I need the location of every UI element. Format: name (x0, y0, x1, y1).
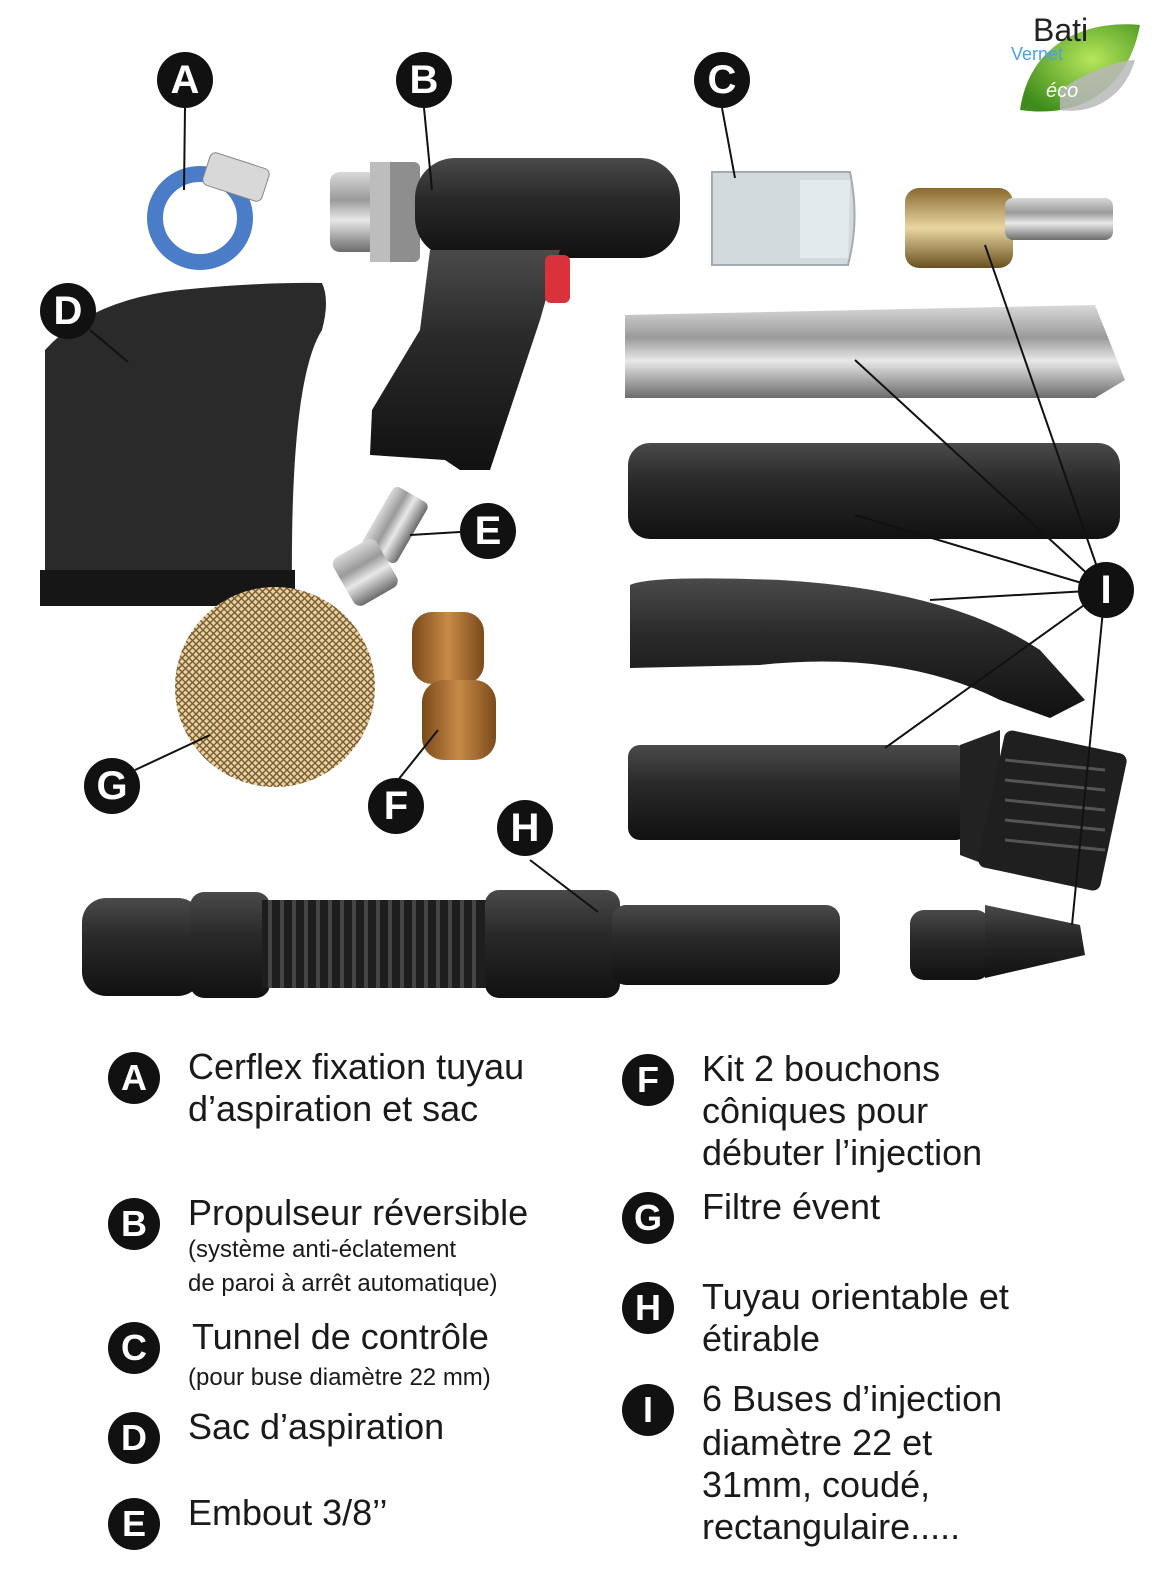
legend-subtext: (système anti-éclatement (188, 1236, 457, 1263)
callout-i: I (1078, 562, 1134, 618)
legend-text: Embout 3/8’’ (188, 1492, 388, 1533)
straight-black-nozzle-icon (628, 443, 1120, 539)
legend-text: d’aspiration et sac (188, 1088, 479, 1129)
mesh-filter-icon (175, 587, 375, 787)
legend-text: Filtre évent (702, 1186, 881, 1227)
cone-nozzle-icon (910, 905, 1085, 980)
brush-nozzle-icon (628, 730, 1127, 891)
legend-text: 6 Buses d’injection (702, 1378, 1003, 1419)
legend-badge: I (622, 1384, 674, 1436)
legend-text: Propulseur réversible (188, 1192, 529, 1233)
legend-text: Sac d’aspiration (188, 1406, 445, 1447)
legend-text: diamètre 22 et (702, 1422, 933, 1463)
callout-b: B (396, 52, 452, 108)
logo-leaf-icon (1020, 24, 1140, 112)
cork-plugs-icon (412, 612, 496, 760)
legend-text: Tunnel de contrôle (192, 1316, 489, 1357)
callout-g: G (84, 758, 140, 814)
curved-nozzle-icon (630, 578, 1085, 718)
callout-h: H (497, 800, 553, 856)
legend-text: côniques pour (702, 1090, 929, 1131)
callout-c: C (694, 52, 750, 108)
legend-badge: E (108, 1498, 160, 1550)
legend-text: Tuyau orientable et (702, 1276, 1009, 1317)
logo-text-vernet: Vernet (1011, 44, 1064, 64)
legend-text: rectangulaire..... (702, 1506, 961, 1547)
legend-text: 31mm, coudé, (702, 1464, 931, 1505)
legend-badge: G (622, 1192, 674, 1244)
callout-f: F (368, 778, 424, 834)
legend-subtext: (pour buse diamètre 22 mm) (188, 1364, 491, 1391)
legend-text: étirable (702, 1318, 821, 1359)
control-tunnel-icon (711, 171, 856, 266)
leader-lines (89, 107, 1106, 926)
legend-text: Kit 2 bouchons (702, 1048, 941, 1089)
legend-badge: B (108, 1198, 160, 1250)
callout-d: D (40, 283, 96, 339)
legend-text: Cerflex fixation tuyau (188, 1046, 525, 1087)
legend-badge: F (622, 1054, 674, 1106)
propulsion-gun-icon (330, 158, 680, 470)
steel-nozzle-icon (625, 305, 1125, 398)
extendable-hose-icon (82, 890, 840, 998)
legend-badge: C (108, 1322, 160, 1374)
legend-badge: D (108, 1412, 160, 1464)
callout-e: E (460, 503, 516, 559)
legend-text: débuter l’injection (702, 1132, 983, 1173)
brass-nozzle-icon (905, 188, 1113, 268)
logo-text-bati: Bati (1033, 12, 1089, 48)
hose-clamp-icon (147, 152, 270, 270)
air-fitting-icon (332, 486, 428, 606)
callout-a: A (157, 52, 213, 108)
legend-subtext: de paroi à arrêt automatique) (188, 1270, 498, 1297)
legend-badge: A (108, 1052, 160, 1104)
logo-text-eco: éco (1046, 80, 1079, 102)
legend-badge: H (622, 1282, 674, 1334)
